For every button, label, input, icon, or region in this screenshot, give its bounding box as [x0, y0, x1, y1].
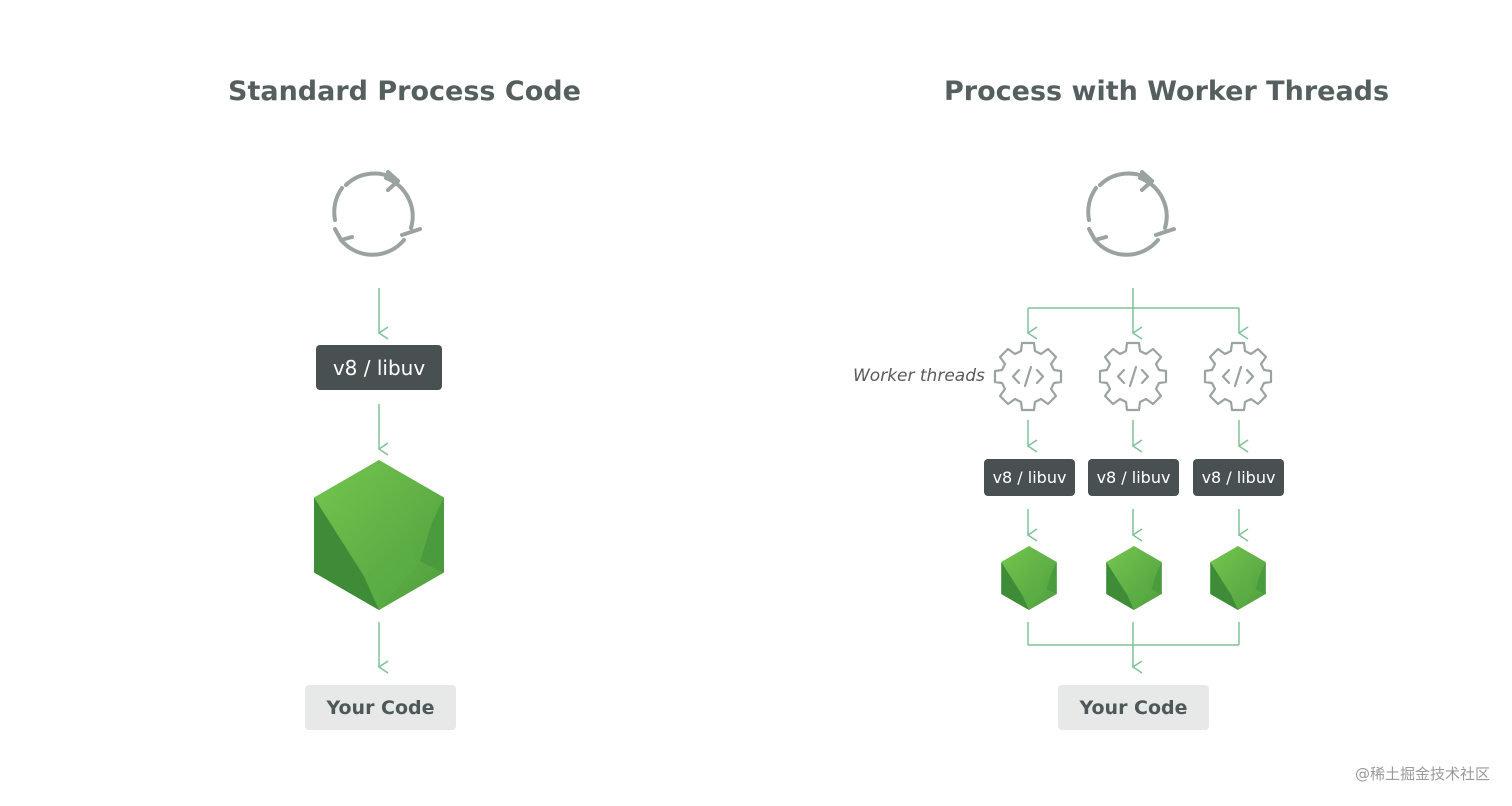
right-your-code-label: Your Code — [1079, 696, 1188, 719]
worker-v8-libuv-box-3: v8 / libuv — [1193, 459, 1284, 496]
worker-nodejs-hexagon-icon-2 — [1106, 546, 1162, 610]
worker-v8-libuv-box-2: v8 / libuv — [1088, 459, 1179, 496]
worker-v8-libuv-label-1: v8 / libuv — [992, 468, 1067, 487]
gear-code-icon-2 — [1098, 341, 1168, 412]
gear-code-icon-1 — [993, 341, 1063, 412]
right-cycle-icon — [1086, 170, 1176, 257]
worker-nodejs-hexagon-icon-3 — [1210, 546, 1266, 610]
left-nodejs-hexagon-icon — [314, 460, 444, 610]
watermark: @稀土掘金技术社区 — [1354, 765, 1490, 783]
left-cycle-icon — [332, 170, 422, 257]
worker-arrows-2 — [1026, 509, 1249, 542]
gear-code-icon-3 — [1203, 341, 1273, 412]
worker-threads-label: Worker threads — [853, 366, 985, 386]
left-v8-libuv-box: v8 / libuv — [316, 345, 442, 390]
left-v8-libuv-label: v8 / libuv — [332, 355, 426, 380]
worker-v8-libuv-label-3: v8 / libuv — [1201, 468, 1276, 487]
left-title: Standard Process Code — [228, 76, 581, 107]
merge-connector — [1027, 622, 1240, 674]
right-your-code-box: Your Code — [1058, 685, 1209, 730]
left-your-code-box: Your Code — [305, 685, 456, 730]
worker-v8-libuv-label-2: v8 / libuv — [1096, 468, 1171, 487]
left-your-code-label: Your Code — [326, 696, 435, 719]
worker-v8-libuv-box-1: v8 / libuv — [984, 459, 1075, 496]
right-title: Process with Worker Threads — [944, 76, 1390, 107]
worker-nodejs-hexagon-icon-1 — [1001, 546, 1057, 610]
worker-arrows-1 — [1026, 420, 1249, 453]
branch-connector — [1026, 288, 1249, 340]
